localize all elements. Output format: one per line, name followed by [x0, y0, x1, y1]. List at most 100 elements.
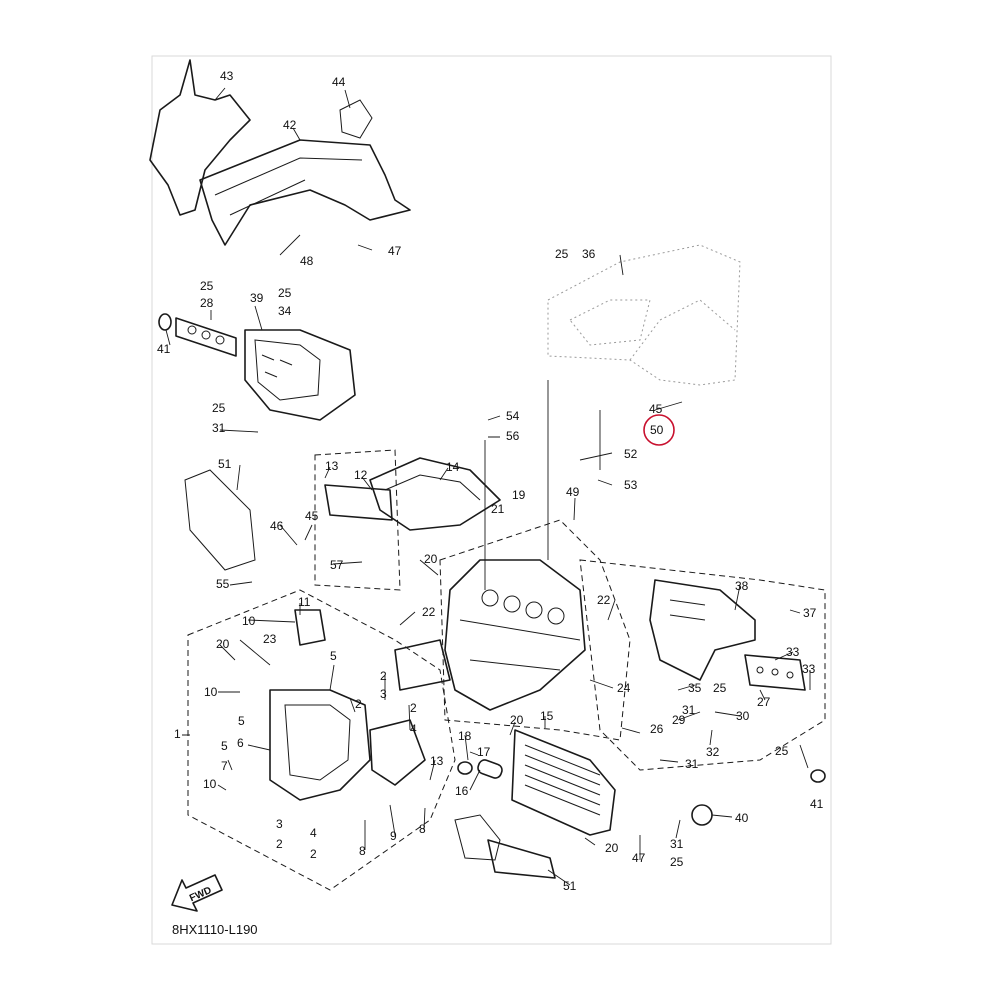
label-41b: 41 — [810, 797, 824, 811]
label-2: 2 — [355, 697, 362, 711]
label-26: 26 — [650, 722, 664, 736]
leader-lines — [165, 87, 811, 886]
label-31c: 31 — [685, 757, 699, 771]
label-21: 21 — [491, 502, 505, 516]
label-38: 38 — [735, 579, 749, 593]
label-32: 32 — [706, 745, 720, 759]
plate-28 — [158, 313, 237, 357]
label-45b: 45 — [649, 402, 663, 416]
label-23: 23 — [263, 632, 277, 646]
label-11: 11 — [298, 595, 311, 609]
label-56: 56 — [506, 429, 520, 443]
label-45: 45 — [305, 509, 319, 523]
label-25: 25 — [555, 247, 569, 261]
fwd-label: FWD — [188, 885, 213, 904]
label-30: 30 — [736, 709, 750, 723]
label-5c: 5 — [221, 739, 228, 753]
label-4: 4 — [410, 722, 417, 736]
label-53: 53 — [624, 478, 638, 492]
label-36: 36 — [582, 247, 596, 261]
part-41-nut — [810, 769, 826, 783]
label-34: 34 — [278, 304, 292, 318]
label-47b: 47 — [632, 851, 646, 865]
group-outlines — [187, 449, 826, 891]
label-54: 54 — [506, 409, 520, 423]
bracket-39 — [244, 329, 356, 421]
label-47: 47 — [388, 244, 402, 258]
label-18: 18 — [458, 729, 472, 743]
label-28: 28 — [200, 296, 214, 310]
label-5b: 5 — [238, 714, 245, 728]
label-8b: 8 — [419, 822, 426, 836]
label-9: 9 — [390, 829, 397, 843]
part-40-disc — [691, 804, 713, 826]
label-33: 33 — [786, 645, 800, 659]
label-25e: 25 — [713, 681, 727, 695]
label-37: 37 — [803, 606, 817, 620]
label-55: 55 — [216, 577, 230, 591]
label-22: 22 — [422, 605, 436, 619]
label-17: 17 — [477, 745, 491, 759]
label-25f: 25 — [775, 744, 789, 758]
label-24: 24 — [617, 681, 631, 695]
label-3b: 3 — [276, 817, 283, 831]
label-13b: 13 — [430, 754, 444, 768]
main-frame — [394, 559, 586, 711]
label-15: 15 — [540, 709, 554, 723]
label-1: 1 — [174, 727, 181, 741]
label-41: 41 — [157, 342, 171, 356]
label-20c: 20 — [510, 713, 524, 727]
label-49: 49 — [566, 485, 580, 499]
label-10c: 10 — [203, 777, 217, 791]
label-10b: 10 — [204, 685, 218, 699]
label-44: 44 — [332, 75, 346, 89]
label-51b: 51 — [563, 879, 577, 893]
right-plates — [649, 579, 806, 691]
label-7: 7 — [221, 759, 228, 773]
label-40: 40 — [735, 811, 749, 825]
label-5: 5 — [330, 649, 337, 663]
label-27: 27 — [757, 695, 771, 709]
label-31b: 31 — [682, 703, 696, 717]
label-52: 52 — [624, 447, 638, 461]
label-4b: 4 — [310, 826, 317, 840]
label-25c: 25 — [278, 286, 292, 300]
center-frame — [324, 457, 501, 531]
label-35: 35 — [688, 681, 702, 695]
label-10: 10 — [242, 614, 256, 628]
label-2c: 2 — [410, 701, 417, 715]
left-bracket-assembly — [269, 609, 426, 801]
label-31: 31 — [212, 421, 226, 435]
label-29: 29 — [672, 713, 686, 727]
label-14: 14 — [446, 460, 460, 474]
radiator-15 — [457, 729, 616, 836]
label-8: 8 — [359, 844, 366, 858]
ghost-panels-left — [184, 469, 556, 879]
label-2d: 2 — [276, 837, 283, 851]
label-22b: 22 — [597, 593, 611, 607]
label-46: 46 — [270, 519, 284, 533]
label-31d: 31 — [670, 837, 684, 851]
label-2e: 2 — [310, 847, 317, 861]
label-25d: 25 — [212, 401, 226, 415]
label-33b: 33 — [802, 662, 816, 676]
label-25b: 25 — [200, 279, 214, 293]
label-43: 43 — [220, 69, 234, 83]
highlight-circle — [643, 414, 675, 446]
label-42: 42 — [283, 118, 297, 132]
upper-frame-assembly — [149, 59, 411, 246]
ghost-body-panel — [547, 244, 741, 386]
label-39: 39 — [250, 291, 264, 305]
label-20: 20 — [424, 552, 438, 566]
label-20b: 20 — [216, 637, 230, 651]
label-50: 50 — [650, 423, 664, 437]
label-57: 57 — [330, 558, 344, 572]
label-48: 48 — [300, 254, 314, 268]
label-6: 6 — [237, 736, 244, 750]
label-16: 16 — [455, 784, 469, 798]
label-19: 19 — [512, 488, 526, 502]
diagram-frame — [151, 55, 832, 945]
label-13: 13 — [325, 459, 339, 473]
label-2b: 2 — [380, 669, 387, 683]
